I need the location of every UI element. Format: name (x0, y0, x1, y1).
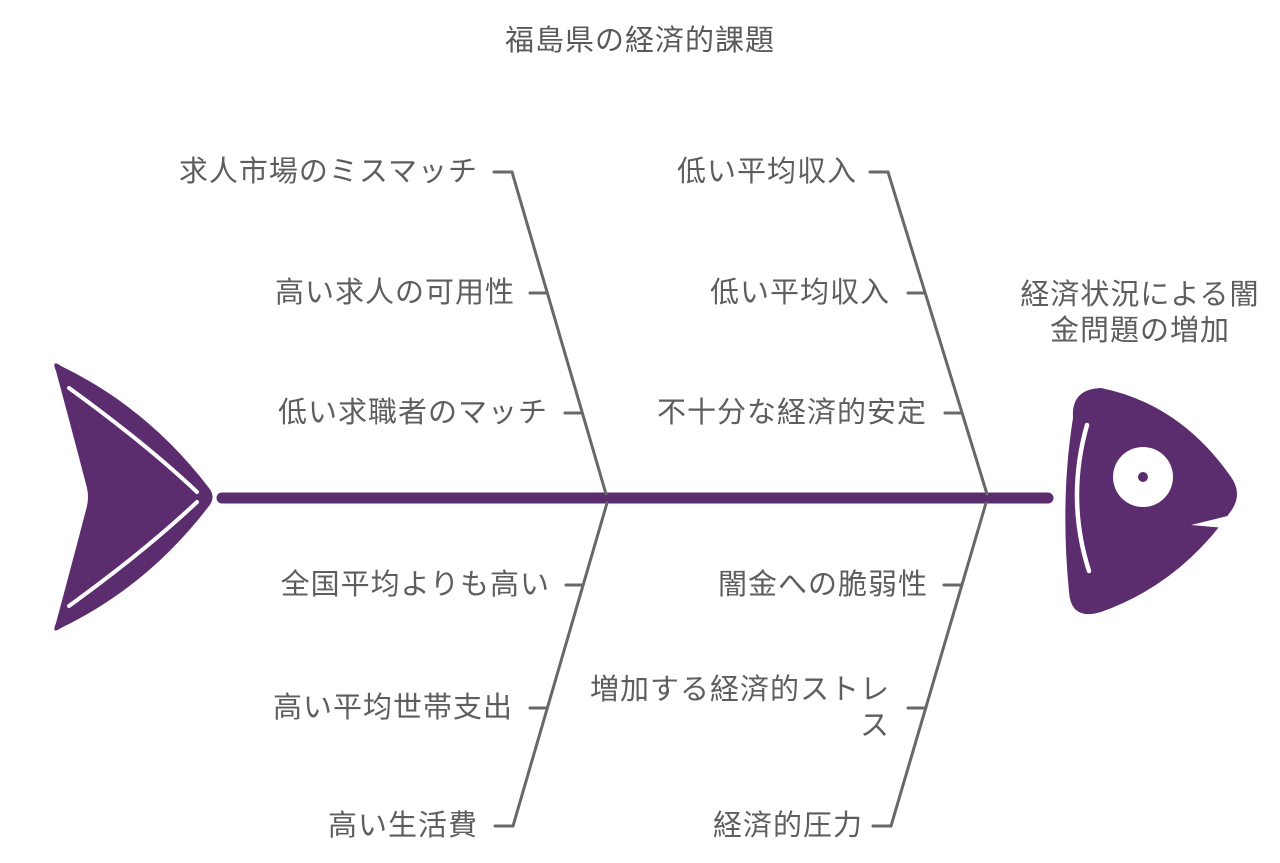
cause-label: 増加する経済的ストレス (589, 674, 890, 742)
fish-pupil (1138, 472, 1148, 482)
cause-label: 不十分な経済的安定 (656, 397, 927, 429)
fish-tail-shape (54, 363, 213, 631)
fish-gill-line (1074, 422, 1092, 574)
cause-label: 求人市場のミスマッチ (178, 156, 478, 188)
branch-line-upper-right (868, 170, 989, 496)
cause-label: 経済的圧力 (712, 810, 863, 842)
fish-tail-stripe (67, 386, 199, 608)
cause-label: 高い求人の可用性 (274, 277, 515, 309)
cause-label: 高い生活費 (327, 810, 478, 842)
branch-line-upper-left (492, 170, 608, 496)
fish-mouth-notch (1191, 511, 1248, 530)
fish-tail-icon (54, 363, 213, 631)
cause-label: 全国平均よりも高い (280, 569, 550, 601)
branch-line-lower-right (871, 501, 988, 828)
diagram-title: 福島県の経済的課題 (504, 25, 775, 57)
cause-label: 低い平均収入 (709, 277, 890, 309)
cause-label: 高い平均世帯支出 (272, 692, 513, 724)
fish-head-icon (1065, 388, 1248, 615)
branch-line-lower-left (493, 501, 609, 828)
cause-label: 低い求職者のマッチ (277, 397, 548, 429)
cause-label: 闇金への脆弱性 (717, 569, 928, 601)
cause-label: 低い平均収入 (676, 156, 857, 188)
branch-lines (492, 170, 989, 828)
effect-label: 経済状況による闇金問題の増加 (1020, 279, 1260, 347)
